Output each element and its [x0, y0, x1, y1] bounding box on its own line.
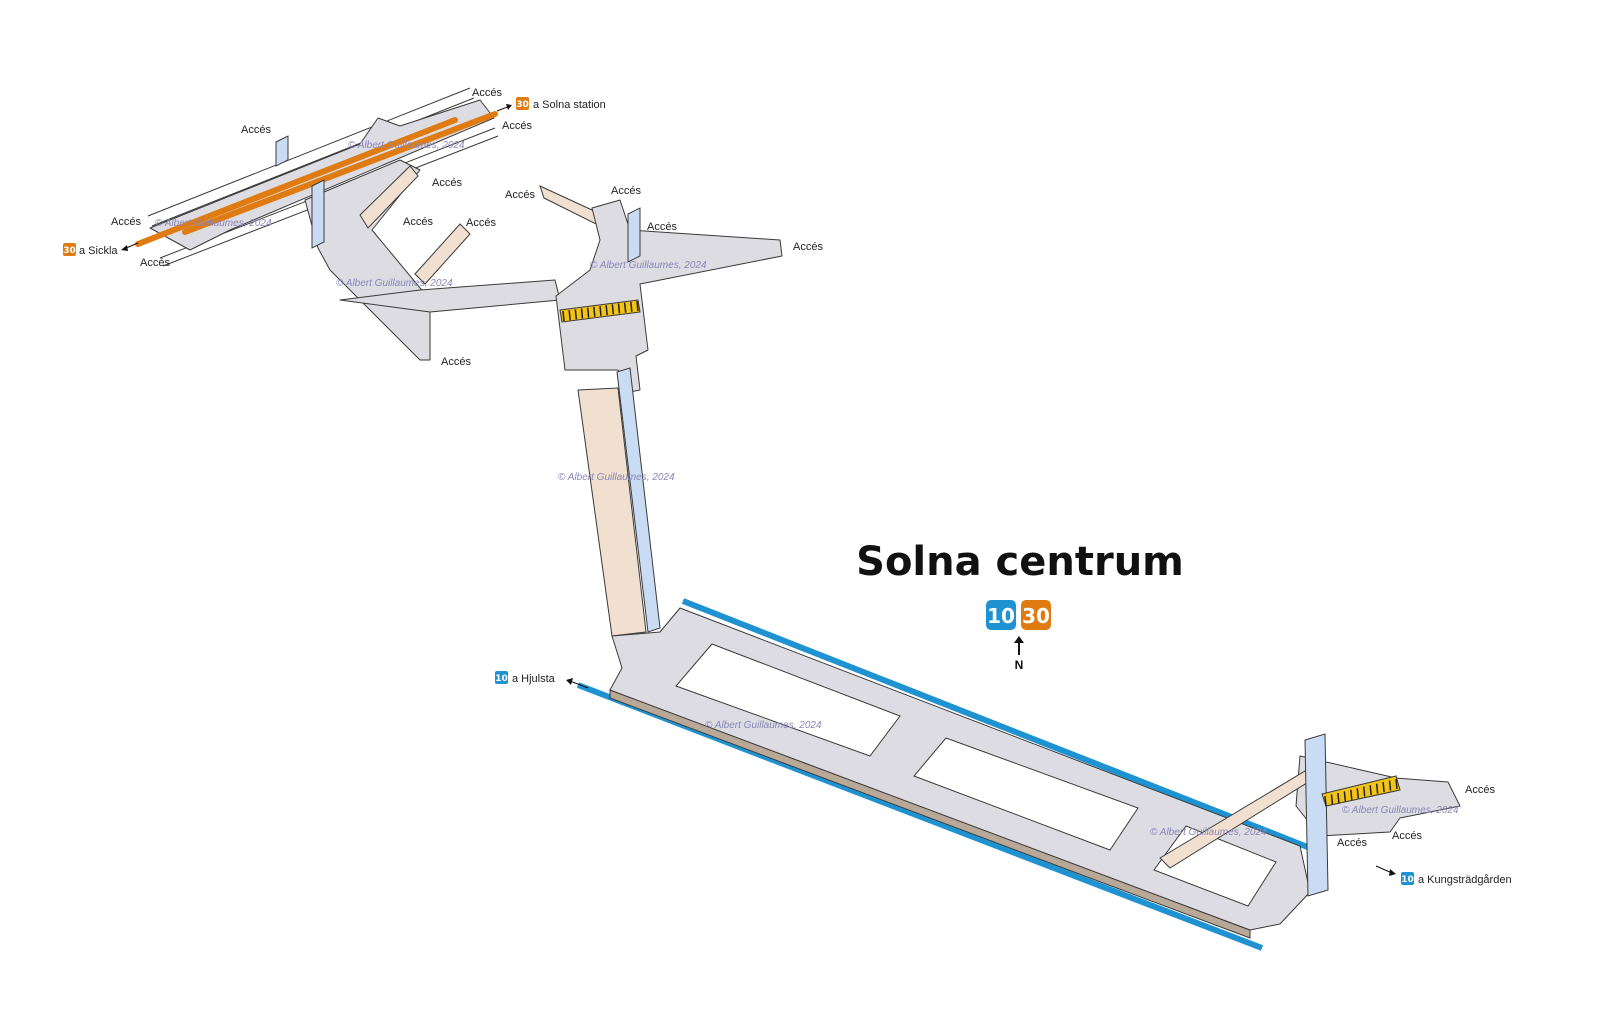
- line10-track: [681, 598, 1312, 851]
- access-label: Accés: [647, 221, 677, 233]
- line30-track: [182, 111, 498, 235]
- line-badge-10: 10: [986, 600, 1016, 630]
- watermark: © Albert Guillaumes, 2024: [1342, 805, 1459, 816]
- watermark: © Albert Guillaumes, 2024: [558, 472, 675, 483]
- direction-text: a Kungsträdgården: [1418, 874, 1512, 886]
- direction-text: a Sickla: [79, 245, 118, 257]
- line-badge-30-label: 30: [1022, 604, 1050, 628]
- line-badge-30: 30: [1021, 600, 1051, 630]
- access-label: Accés: [502, 120, 532, 132]
- svg-text:10: 10: [1401, 875, 1414, 885]
- watermark: © Albert Guillaumes, 2024: [590, 260, 707, 271]
- access-label: Accés: [241, 124, 271, 136]
- svg-text:30: 30: [63, 246, 76, 256]
- concourse-floor: [555, 199, 783, 393]
- direction-line30-sickla: 30 a Sickla: [63, 242, 139, 257]
- access-label: Accés: [1337, 837, 1367, 849]
- access-label: Accés: [611, 185, 641, 197]
- station-title: Solna centrum: [856, 539, 1184, 585]
- rail-edge: [147, 87, 471, 217]
- north-arrow-icon: [1014, 636, 1024, 655]
- direction-line10-hjulsta: 10 a Hjulsta: [495, 671, 589, 689]
- long-ramp: [577, 387, 647, 637]
- line10-platform-area: [576, 598, 1461, 951]
- access-label: Accés: [1465, 784, 1495, 796]
- platform-opening: [675, 643, 901, 757]
- watermark: © Albert Guillaumes, 2024: [348, 140, 465, 151]
- north-label: N: [1015, 658, 1024, 672]
- escalator: [1321, 775, 1401, 807]
- access-label: Accés: [441, 356, 471, 368]
- line30-platform-area: [135, 87, 561, 361]
- access-label: Accés: [505, 189, 535, 201]
- east-vestibule-floor: [1295, 755, 1461, 837]
- ramp: [359, 165, 419, 229]
- access-label: Accés: [466, 217, 496, 229]
- platform-opening: [913, 737, 1139, 851]
- direction-text: a Solna station: [533, 99, 606, 111]
- line30-track: [135, 117, 458, 247]
- watermark: © Albert Guillaumes, 2024: [336, 278, 453, 289]
- elevator-icon: [275, 135, 289, 167]
- access-label: Accés: [111, 216, 141, 228]
- escalator: [559, 299, 641, 323]
- access-label: Accés: [793, 241, 823, 253]
- svg-text:10: 10: [495, 674, 508, 684]
- elevator-icon: [1304, 733, 1329, 897]
- watermark: © Albert Guillaumes, 2024: [705, 720, 822, 731]
- access-label: Accés: [472, 87, 502, 99]
- upper-concourse: [539, 185, 783, 393]
- direction-line10-kungstradgarden: 10 a Kungsträdgården: [1375, 865, 1512, 886]
- elevator-icon: [311, 179, 325, 249]
- line-badge-10-label: 10: [987, 604, 1015, 628]
- access-label: Accés: [403, 216, 433, 228]
- lower-hall-floor: [304, 159, 431, 361]
- long-corridor: [577, 367, 661, 637]
- elevator-icon: [616, 367, 661, 633]
- svg-text:30: 30: [516, 100, 529, 110]
- direction-line30-solna-station: 30 a Solna station: [496, 97, 606, 112]
- connecting-corridor: [339, 279, 561, 313]
- watermark: © Albert Guillaumes, 2024: [1150, 827, 1267, 838]
- access-label: Accés: [432, 177, 462, 189]
- access-label: Accés: [1392, 830, 1422, 842]
- direction-text: a Hjulsta: [512, 673, 556, 685]
- watermark: © Albert Guillaumes, 2024: [155, 218, 272, 229]
- ramp: [414, 223, 471, 285]
- access-label: Accés: [140, 257, 170, 269]
- elevator-icon: [627, 207, 641, 263]
